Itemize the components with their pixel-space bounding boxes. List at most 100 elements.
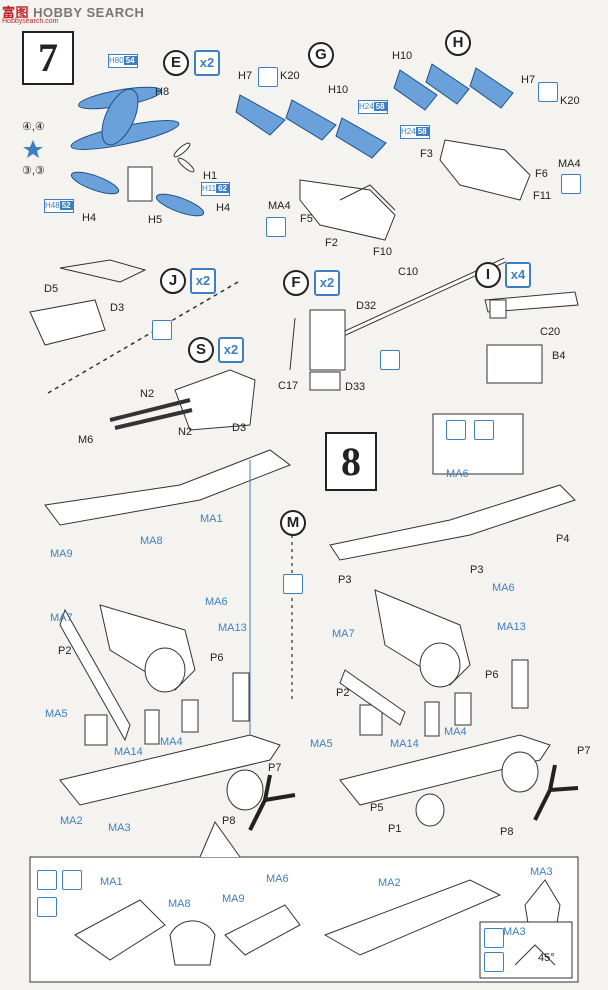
step8-part-ma14 xyxy=(424,701,440,737)
brush-symbol-icon-2 xyxy=(37,870,57,890)
star-decal-icon xyxy=(23,140,43,158)
subassembly-j-mult: x2 xyxy=(190,268,216,294)
label-s-n2-a: N2 xyxy=(140,388,155,400)
label-s7-ma3: MA3 xyxy=(108,822,131,834)
step8-wheel xyxy=(501,751,539,793)
label-i-b4: B4 xyxy=(552,350,566,362)
subassembly-f-circle: F xyxy=(283,270,309,296)
label-g-ma4: MA4 xyxy=(268,200,291,212)
label-s7-ma1: MA1 xyxy=(200,513,223,525)
e-propeller xyxy=(173,142,195,173)
detail-callout xyxy=(199,820,241,858)
label-s7-ma14: MA14 xyxy=(114,746,143,758)
label-g-f2: F2 xyxy=(325,237,338,249)
h-hangar xyxy=(439,139,531,201)
subassembly-m-circle: M xyxy=(280,510,306,536)
label-f-d32: D32 xyxy=(356,300,377,312)
label-s8-p5: P5 xyxy=(370,802,384,814)
label-s8-ma13: MA13 xyxy=(497,621,526,633)
label-g-k20: K20 xyxy=(280,70,300,82)
label-s8-p3-right: P3 xyxy=(470,564,484,576)
step7-engine xyxy=(144,647,186,693)
decal-symbol-icon-2 xyxy=(538,82,558,102)
label-s8-p3-left: P3 xyxy=(338,574,352,586)
label-j-d5: D5 xyxy=(44,283,59,295)
label-detail-angle: 45° xyxy=(538,952,555,964)
label-g-f10: F10 xyxy=(373,246,392,258)
label-h8: H8 xyxy=(155,86,170,98)
label-detail-ma1: MA1 xyxy=(100,876,123,888)
label-g-h10: H10 xyxy=(328,84,349,96)
label-s8-p2: P2 xyxy=(336,687,350,699)
step8-lower-wing xyxy=(339,734,551,806)
watermark-search: SEARCH xyxy=(86,5,145,20)
j-parts xyxy=(29,259,147,346)
step7-lower-wing xyxy=(59,734,281,806)
step8-upper-wing xyxy=(329,484,576,561)
label-s8-ma6-detail: MA6 xyxy=(446,468,469,480)
step7-part-ma4 xyxy=(181,699,199,733)
s-parts xyxy=(109,369,256,431)
label-s8-p8: P8 xyxy=(500,826,514,838)
label-s7-p6: P6 xyxy=(210,652,224,664)
label-i-c20: C20 xyxy=(540,326,561,338)
step8-engine xyxy=(419,642,461,688)
label-h-ma4: MA4 xyxy=(558,158,581,170)
label-s7-ma2: MA2 xyxy=(60,815,83,827)
step8-wheel-p1 xyxy=(415,793,445,827)
step7-propeller xyxy=(248,774,296,831)
watermark-logo: 富图 HOBBY SEARCH xyxy=(2,2,144,21)
label-detail-ma6: MA6 xyxy=(266,873,289,885)
step8-part-ma4 xyxy=(454,692,472,726)
watermark-hobby: HOBBY xyxy=(33,5,83,20)
label-s8-ma14: MA14 xyxy=(390,738,419,750)
label-s-n2-b: N2 xyxy=(178,426,193,438)
decal-symbol-icon-4 xyxy=(283,574,303,594)
label-detail-ma8: MA8 xyxy=(168,898,191,910)
step7-part-ma13 xyxy=(232,672,250,722)
step8-propeller xyxy=(533,764,579,821)
i-parts xyxy=(484,291,579,384)
e-float-left xyxy=(70,171,120,195)
label-h-f3: F3 xyxy=(420,148,433,160)
cement-symbol-icon xyxy=(446,420,466,440)
subassembly-g-circle: G xyxy=(308,42,334,68)
label-s8-ma7: MA7 xyxy=(332,628,355,640)
label-detail-ma9: MA9 xyxy=(222,893,245,905)
label-s7-ma4: MA4 xyxy=(160,736,183,748)
label-f-d33: D33 xyxy=(345,381,366,393)
g-hangar xyxy=(299,179,396,241)
g-boats xyxy=(235,94,387,159)
label-h-h10: H10 xyxy=(392,50,413,62)
label-s8-p7: P7 xyxy=(577,745,591,757)
label-detail-ma3: MA3 xyxy=(530,866,553,878)
brush-symbol-icon-3 xyxy=(484,928,504,948)
label-decal-4: ④,④ xyxy=(22,121,45,133)
e-part-h5 xyxy=(127,166,153,202)
subassembly-s-circle: S xyxy=(188,337,214,363)
label-s7-p2: P2 xyxy=(58,645,72,657)
watermark-cn-1: 富 xyxy=(2,5,16,20)
e-float-right xyxy=(155,193,205,217)
step7-float-p2 xyxy=(59,608,131,742)
step7-upper-wing xyxy=(44,449,292,526)
paint-drop-icon-3 xyxy=(37,897,57,917)
brush-symbol-icon xyxy=(474,420,494,440)
label-s8-p4: P4 xyxy=(556,533,570,545)
label-detail-ma3-box: MA3 xyxy=(503,926,526,938)
label-s-d3: D3 xyxy=(232,422,247,434)
cement-symbol-icon-2 xyxy=(62,870,82,890)
label-s7-ma6: MA6 xyxy=(205,596,228,608)
step7-biplane xyxy=(44,449,292,811)
subassembly-h-circle: H xyxy=(445,30,471,56)
label-h4-left: H4 xyxy=(82,212,97,224)
label-s8-p1: P1 xyxy=(388,823,402,835)
decal-symbol-icon xyxy=(258,67,278,87)
label-g-f5: F5 xyxy=(300,213,313,225)
decal-symbol-icon-3 xyxy=(152,320,172,340)
label-s7-ma5: MA5 xyxy=(45,708,68,720)
label-h-h7: H7 xyxy=(521,74,536,86)
